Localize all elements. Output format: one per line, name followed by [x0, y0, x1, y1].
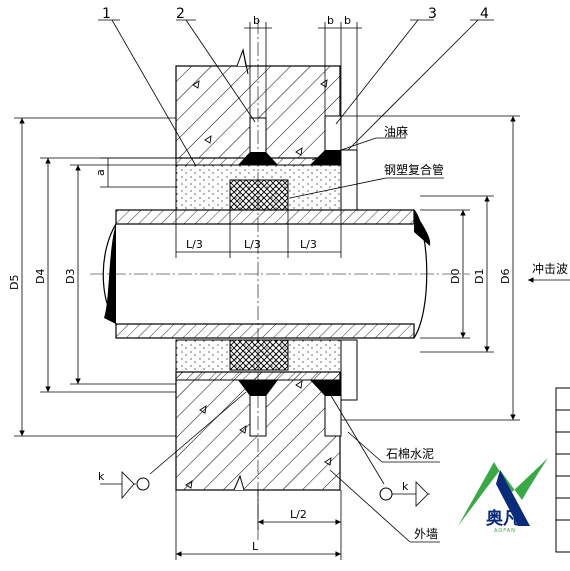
- carrier-pipe: [90, 209, 470, 339]
- dim-half-L: L/2: [290, 508, 307, 521]
- third-dims: [175, 210, 342, 258]
- callout-3: 3: [428, 6, 437, 22]
- dim-D0: D0: [449, 269, 462, 284]
- left-diameter-dims: [14, 117, 176, 437]
- dim-third-1: L/3: [186, 238, 203, 251]
- label-shock-wave: 冲击波: [532, 261, 568, 276]
- callout-2: 2: [176, 6, 185, 22]
- dim-b-top: b: [253, 14, 260, 27]
- callout-4: 4: [480, 6, 489, 22]
- logo-sub: AOFAN: [494, 528, 516, 534]
- aofan-logo: 奥凡 AOFAN: [458, 458, 548, 534]
- dim-k-right: k: [402, 480, 409, 493]
- logo-name: 奥凡: [486, 508, 520, 529]
- dim-D3: D3: [64, 269, 77, 284]
- bottom-length-dims: [175, 490, 342, 560]
- top-b-dims: [244, 22, 362, 150]
- leader-lines: [98, 19, 570, 543]
- dim-D6: D6: [499, 269, 512, 284]
- k-right-marker: [379, 487, 393, 501]
- aggregate-marks: [185, 79, 332, 489]
- dim-b-right: b: [344, 14, 351, 27]
- dim-D1: D1: [473, 269, 486, 284]
- dim-L: L: [252, 540, 259, 553]
- dim-D4: D4: [34, 269, 47, 284]
- label-oil-hemp: 油麻: [384, 124, 408, 139]
- label-steel-plastic-pipe: 钢塑复合管: [384, 162, 444, 177]
- title-block: [555, 387, 570, 553]
- right-diameter-dims: [341, 115, 520, 421]
- dim-third-2: L/3: [244, 238, 261, 251]
- label-asbestos-cement: 石棉水泥: [386, 447, 434, 461]
- k-left-marker: [136, 477, 150, 491]
- dim-b-left: b: [327, 14, 334, 27]
- label-outer-wall: 外墙: [414, 527, 438, 541]
- dim-D5: D5: [8, 275, 21, 290]
- dim-third-3: L/3: [300, 238, 317, 251]
- dim-a: a: [94, 169, 107, 176]
- dim-k-left: k: [98, 470, 105, 483]
- callout-1: 1: [102, 6, 111, 22]
